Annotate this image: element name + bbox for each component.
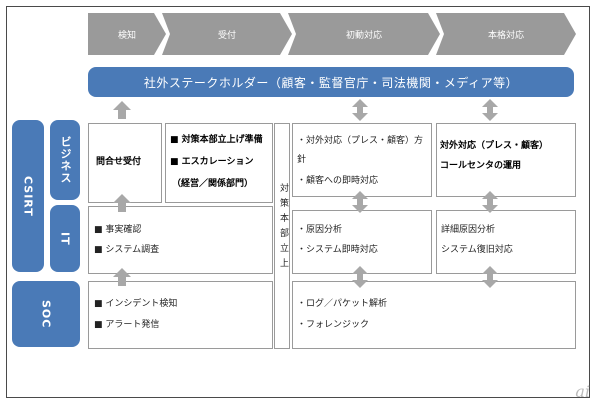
it-full-line2: システム復旧対応 [441,245,513,255]
phase-detect: 検知 [88,13,166,55]
ai-logo: ai [575,382,590,401]
it-initial-line1: ・原因分析 [297,225,343,235]
it-check-line2: ■ システム調査 [94,245,160,255]
soc-detect-line1: ■ インシデント検知 [94,299,178,309]
biz-prep-line2: ■ エスカレーション [170,157,254,167]
double-arrow-icon [352,266,368,288]
double-arrow-icon [482,191,498,213]
double-arrow-icon [352,99,368,121]
double-arrow-icon [482,99,498,121]
biz-receive-text: 問合せ受付 [96,157,142,167]
it-full-line1: 詳細原因分析 [441,225,496,235]
biz-initial-line1: ・対外対応（プレス・顧客）方 [297,136,424,146]
soc-analysis-line1: ・ログ／パケット解析 [297,299,388,309]
it-check-line1: ■ 事実確認 [94,225,142,235]
biz-initial-line2: 針 [297,155,307,165]
phase-full-response: 本格対応 [436,13,576,55]
it-initial-line2: ・システム即時対応 [297,245,378,255]
stakeholder-banner: 社外ステークホルダー（顧客・監督官庁・司法機関・メディア等） [88,67,574,97]
side-it: IT [50,205,80,272]
side-csirt: CSIRT [12,120,44,272]
side-business: ビジネス [50,120,80,200]
side-soc: SOC [12,281,80,347]
it-full-box [436,210,576,274]
soc-detect-line2: ■ アラート発信 [94,320,160,330]
biz-prep-line1: ■ 対策本部立上げ準備 [170,135,263,145]
biz-initial-line3: ・顧客への即時対応 [297,176,379,186]
soc-analysis-box [292,281,576,349]
phase-initial-response: 初動対応 [288,13,440,55]
biz-full-line2: コールセンタの運用 [440,161,522,171]
it-check-box [88,206,273,274]
double-arrow-icon [482,266,498,288]
up-arrow-icon [113,101,131,119]
hq-label: 対策本部立上 [278,183,288,273]
phase-receive: 受付 [162,13,292,55]
biz-full-box [436,123,576,197]
biz-prep-line3: （経営／関係部門） [172,179,254,189]
up-arrow-icon [113,268,131,286]
up-arrow-icon [113,194,131,212]
hq-box [274,123,290,349]
soc-analysis-line2: ・フォレンジック [297,320,370,330]
biz-prep-box [165,123,273,203]
soc-detect-box [88,281,273,349]
it-initial-box [292,210,432,274]
biz-full-line1: 対外対応（プレス・顧客） [440,141,549,151]
double-arrow-icon [352,191,368,213]
